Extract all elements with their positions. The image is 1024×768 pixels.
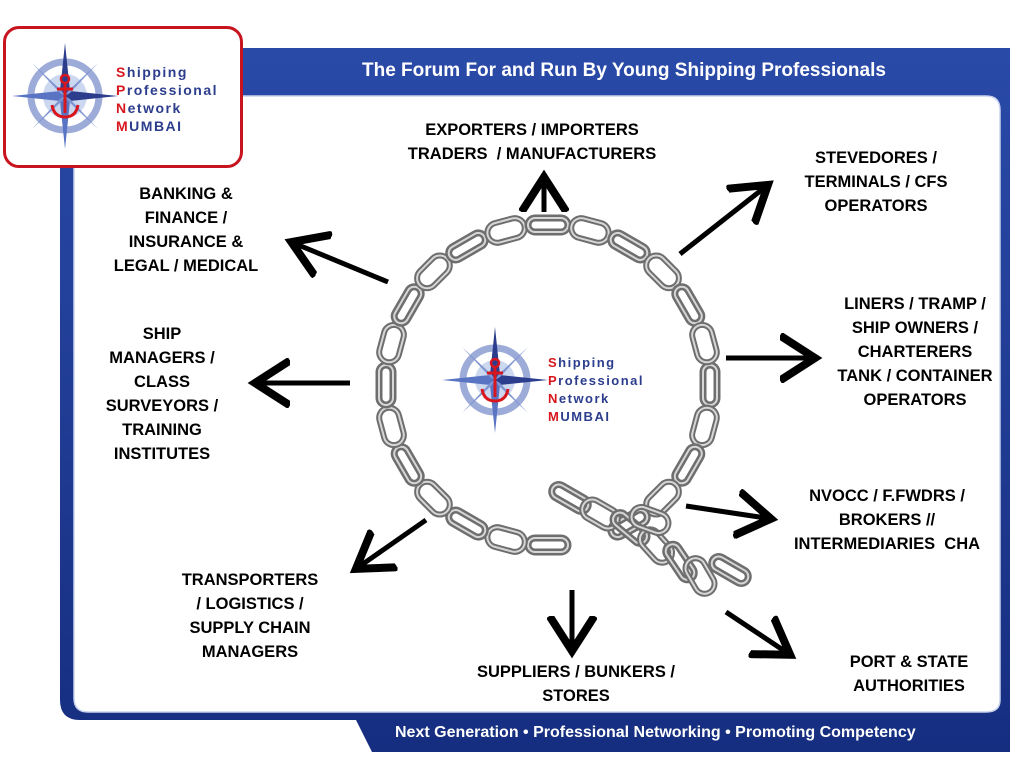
node-line: INSURANCE & xyxy=(128,233,244,251)
node-line: STEVEDORES / xyxy=(815,149,937,167)
node-line: TERMINALS / CFS xyxy=(804,173,948,191)
node-suppliers: SUPPLIERS / BUNKERS / STORES xyxy=(446,660,706,708)
chain-link xyxy=(524,534,572,556)
node-line: INSTITUTES xyxy=(113,445,211,463)
node-port: PORT & STATE AUTHORITIES xyxy=(820,650,998,698)
chain-ring-icon xyxy=(375,214,721,556)
node-banking: BANKING & FINANCE / INSURANCE & LEGAL / … xyxy=(90,182,282,278)
node-line: TRADERS / MANUFACTURERS xyxy=(407,145,657,163)
chain-link-highlight xyxy=(702,364,718,406)
node-ship-managers: SHIP MANAGERS / CLASS SURVEYORS / TRAINI… xyxy=(82,322,242,466)
chain-link xyxy=(699,361,721,409)
node-liners: LINERS / TRAMP / SHIP OWNERS / CHARTERER… xyxy=(818,292,1012,412)
node-nvocc: NVOCC / F.FWDRS / BROKERS // INTERMEDIAR… xyxy=(772,484,1002,556)
node-line: MANAGERS / xyxy=(109,349,215,367)
node-line: CHARTERERS xyxy=(857,343,973,361)
chain-link-highlight xyxy=(393,445,423,485)
center-logo-line-1: Shipping xyxy=(548,355,616,370)
node-line: BANKING & xyxy=(139,185,233,203)
arrow-banking xyxy=(296,244,389,285)
chain-link-highlight xyxy=(691,323,718,364)
node-line: CLASS xyxy=(134,373,190,391)
node-line: SHIP OWNERS / xyxy=(851,319,979,337)
logo-line-3: Network xyxy=(116,100,182,116)
chain-link-highlight xyxy=(447,231,487,261)
node-stevedores: STEVEDORES / TERMINALS / CFS OPERATORS xyxy=(776,146,976,218)
chain-link-highlight xyxy=(673,285,703,325)
node-line: LEGAL / MEDICAL xyxy=(113,257,259,275)
chain-link-highlight xyxy=(378,406,405,447)
arrow-stevedores xyxy=(678,188,764,256)
arrow-nvocc xyxy=(685,506,766,518)
node-line: OPERATORS xyxy=(863,391,967,409)
node-line: STORES xyxy=(542,687,610,705)
arrow-transporters xyxy=(360,517,428,566)
chain-link-highlight xyxy=(527,217,569,233)
node-line: SHIP xyxy=(142,325,182,343)
chain-link-highlight xyxy=(486,526,526,553)
chain-link xyxy=(375,361,397,409)
chain-link-highlight xyxy=(378,323,405,364)
node-line: INTERMEDIARIES CHA xyxy=(793,535,981,553)
node-exporters: EXPORTERS / IMPORTERS TRADERS / MANUFACT… xyxy=(372,118,692,166)
chain-link-highlight xyxy=(710,555,750,585)
chain-link-highlight xyxy=(570,217,610,244)
node-line: NVOCC / F.FWDRS / xyxy=(809,487,965,505)
node-line: TRANSPORTERS xyxy=(181,571,319,589)
compass-anchor-icon xyxy=(12,43,118,149)
node-line: EXPORTERS / IMPORTERS xyxy=(425,121,639,139)
logo[interactable]: Shipping Professional Network MUMBAI xyxy=(3,26,243,168)
chain-link-highlight xyxy=(673,445,703,485)
logo-line-4: MUMBAI xyxy=(116,118,183,134)
chain-link-highlight xyxy=(447,509,487,539)
center-logo-line-3: Network xyxy=(548,391,610,406)
chain-link-highlight xyxy=(630,505,670,535)
chain-link-highlight xyxy=(684,557,716,595)
chain-tail-icon xyxy=(548,481,752,597)
node-line: SUPPLY CHAIN xyxy=(189,619,311,637)
node-line: OPERATORS xyxy=(824,197,928,215)
chain-link-highlight xyxy=(691,406,718,447)
node-transporters: TRANSPORTERS / LOGISTICS / SUPPLY CHAIN … xyxy=(160,568,340,664)
node-line: SUPPLIERS / BUNKERS / xyxy=(476,663,676,681)
node-line: MANAGERS xyxy=(201,643,299,661)
footer-tagline: Next Generation • Professional Networkin… xyxy=(395,724,916,741)
header-title: The Forum For and Run By Young Shipping … xyxy=(362,60,886,81)
node-line: FINANCE / xyxy=(144,209,228,227)
center-logo-line-2: Professional xyxy=(548,373,645,388)
node-line: SURVEYORS / xyxy=(105,397,219,415)
chain-link-highlight xyxy=(378,364,394,406)
node-line: AUTHORITIES xyxy=(853,677,965,695)
node-line: TANK / CONTAINER xyxy=(837,367,993,385)
arrow-port xyxy=(724,609,786,652)
center-logo: Shipping Professional Network MUMBAI xyxy=(440,320,680,450)
chain-link-highlight xyxy=(527,537,569,553)
chain-link-highlight xyxy=(550,483,590,513)
node-line: LINERS / TRAMP / xyxy=(844,295,986,313)
node-line: PORT & STATE xyxy=(849,653,969,671)
chain-link xyxy=(524,214,572,236)
chain-link-highlight xyxy=(486,217,526,244)
compass-anchor-icon xyxy=(442,327,548,433)
chain-link-highlight xyxy=(609,231,649,261)
node-line: / LOGISTICS / xyxy=(196,595,304,613)
node-line: BROKERS // xyxy=(838,511,936,529)
node-line: TRAINING xyxy=(122,421,202,439)
chain-link-highlight xyxy=(393,285,423,325)
center-logo-line-4: MUMBAI xyxy=(548,409,611,424)
logo-line-2: Professional xyxy=(116,82,219,98)
logo-line-1: Shipping xyxy=(116,64,188,80)
